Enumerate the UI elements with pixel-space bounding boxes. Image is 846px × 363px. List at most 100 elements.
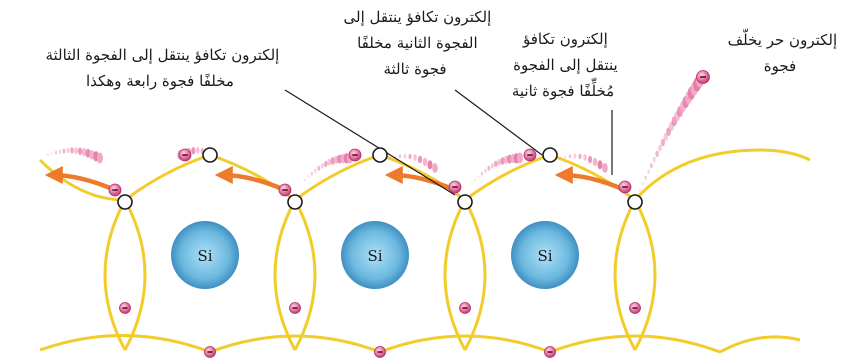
bond-arc	[379, 334, 551, 354]
label-line: مخلفًا فجوة رابعة وهكذا	[86, 72, 234, 90]
hole	[542, 147, 558, 163]
trail-dot	[647, 169, 650, 175]
trail-dot	[413, 154, 417, 161]
holes	[117, 147, 643, 210]
bond-arc	[463, 199, 487, 351]
electron-jump-arrows	[44, 166, 628, 193]
trail-dot	[644, 175, 647, 180]
trail-dot	[62, 148, 66, 154]
trail-dot	[191, 147, 196, 155]
bond-arc	[464, 153, 551, 202]
electron	[459, 302, 471, 314]
trail-dot	[658, 144, 662, 152]
bond-arc	[613, 199, 637, 351]
electron	[523, 148, 537, 162]
trail-dot	[432, 163, 438, 173]
label-line: مُخلِّفًا فجوة ثانية	[512, 77, 614, 100]
label-line: فجوة ثالثة	[383, 60, 446, 78]
pointer-line	[454, 89, 543, 156]
hole	[202, 147, 218, 163]
trail-dot	[389, 156, 391, 160]
trail-dot	[474, 178, 476, 182]
trail-dot	[427, 160, 433, 170]
bond-arc	[633, 199, 657, 351]
trail-dot	[74, 147, 78, 155]
trail-dot	[327, 158, 332, 166]
si-atom	[341, 221, 409, 289]
electron-trails	[47, 72, 705, 192]
bond-arc	[293, 199, 317, 351]
trail-dot	[663, 132, 668, 142]
bond-arc	[123, 199, 147, 351]
trail-dot	[573, 153, 577, 159]
trail-dot	[324, 160, 328, 168]
si-atom	[511, 221, 579, 289]
trail-dot	[500, 157, 505, 165]
trail-dot	[307, 175, 310, 179]
label-line: فجوة	[764, 57, 796, 75]
electrons	[108, 70, 710, 358]
bond-arc	[209, 334, 381, 354]
trail-dot	[304, 178, 306, 182]
bond-arc	[759, 148, 811, 162]
si-atom-label: Si	[197, 247, 212, 265]
jump-arrow	[554, 166, 628, 193]
trail-dot	[559, 156, 561, 160]
bond-arc	[549, 334, 721, 354]
electron	[348, 148, 362, 162]
hole	[287, 194, 303, 210]
trail-dot	[480, 171, 483, 176]
trail-dot	[317, 165, 321, 171]
trail-dot	[219, 156, 221, 160]
bond-arc	[633, 148, 761, 202]
pointer-lines	[284, 89, 613, 196]
bond-arc	[379, 153, 466, 202]
trail-dot	[196, 147, 200, 154]
jump-arrow	[44, 166, 118, 193]
label-line: الفجوة الثانية مخلفًا	[357, 34, 478, 52]
electron	[374, 346, 386, 358]
trail-dot	[583, 154, 587, 161]
trail-dot	[564, 155, 566, 159]
trail-dot	[55, 150, 57, 155]
trail-dot	[417, 155, 423, 164]
trail-dot	[497, 158, 502, 166]
trail-dot	[484, 168, 487, 174]
silicon-atoms: Si Si Si	[171, 221, 579, 289]
trail-dot	[477, 175, 480, 179]
trail-dot	[408, 153, 412, 160]
electron	[696, 70, 710, 84]
jump-arrow	[214, 166, 288, 193]
trail-dot	[58, 149, 62, 154]
electron	[119, 302, 131, 314]
jump-arrow	[384, 166, 458, 193]
trail-dot	[655, 150, 659, 158]
label-line: إلكترون حر يخلّف	[728, 28, 838, 49]
trail-dot	[314, 168, 317, 174]
hole	[457, 194, 473, 210]
hole	[627, 194, 643, 210]
label-line: إلكترون تكافؤ ينتقل إلى الفجوة الثالثة	[45, 46, 279, 64]
label-line: إلكترون تكافؤ	[522, 30, 608, 48]
bond-arc	[719, 335, 801, 354]
hole	[117, 194, 133, 210]
electron	[289, 302, 301, 314]
electron	[204, 346, 216, 358]
bond-arc	[124, 153, 211, 202]
trail-dot	[398, 154, 402, 159]
electron	[448, 180, 462, 194]
trail-dot	[602, 163, 608, 173]
trail-dot	[97, 152, 103, 164]
trail-dot	[597, 160, 603, 170]
trail-dot	[592, 157, 598, 167]
bond-arc	[294, 153, 381, 202]
trail-dot	[652, 156, 656, 163]
trail-dot	[70, 147, 74, 154]
electron	[544, 346, 556, 358]
trail-dot	[77, 147, 83, 155]
trail-dot	[403, 153, 407, 159]
trail-dot	[578, 153, 582, 160]
trail-dot	[494, 160, 498, 168]
